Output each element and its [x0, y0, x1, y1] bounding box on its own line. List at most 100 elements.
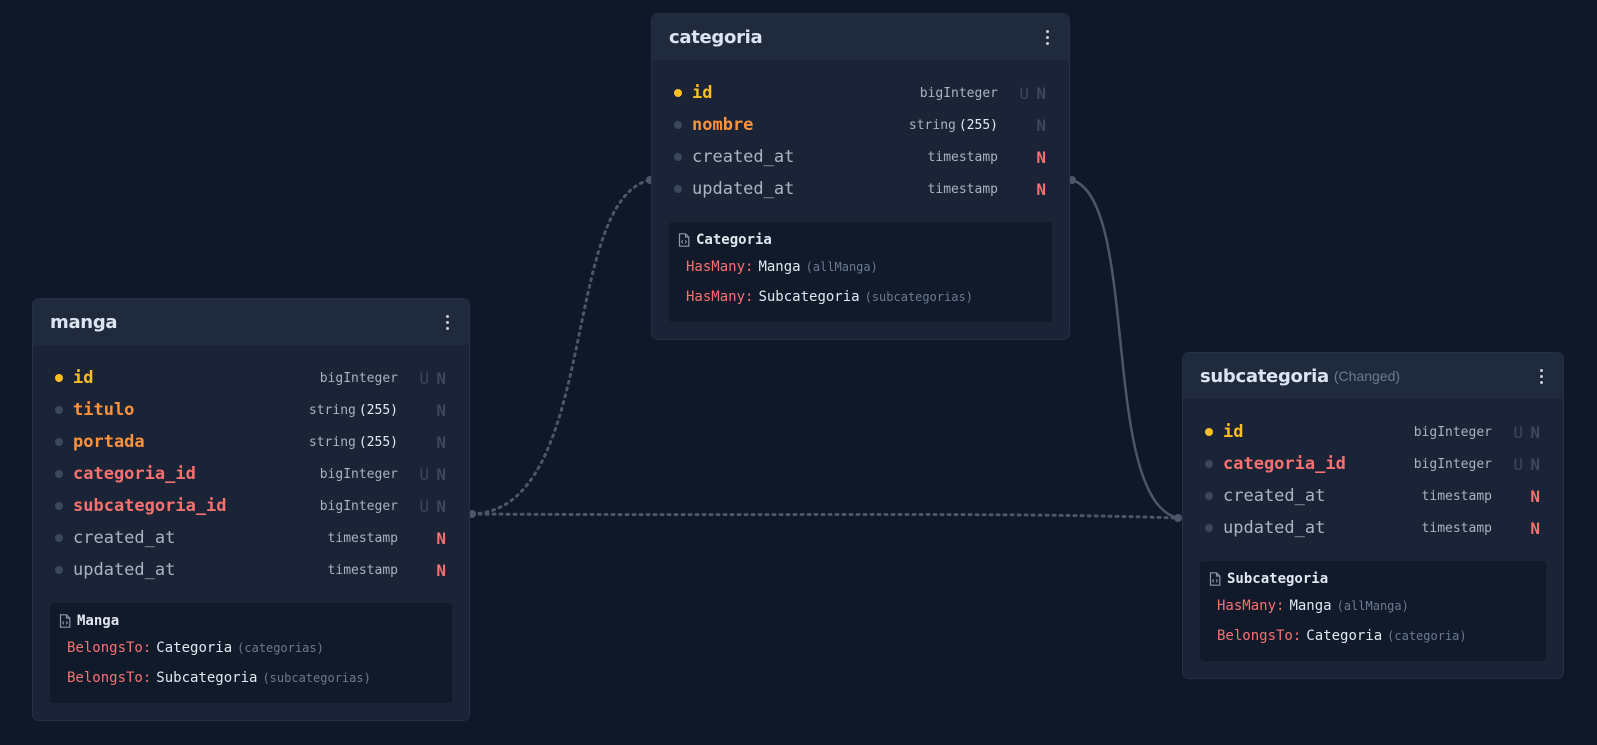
column-length: (255)	[958, 117, 998, 133]
nullable-flag: N	[436, 496, 446, 516]
column-name: id	[73, 368, 94, 388]
link-manga-categoria	[470, 178, 652, 516]
table-name[interactable]: subcategoria	[1200, 365, 1329, 387]
file-code-icon	[1209, 572, 1221, 586]
model-relation[interactable]: BelongsTo:Subcategoria (subcategorias)	[50, 663, 452, 693]
column-name: subcategoria_id	[73, 496, 227, 516]
relation-model: Subcategoria	[156, 670, 258, 686]
column-type-name: timestamp	[327, 530, 398, 546]
relation-type: HasMany	[686, 289, 746, 305]
relation-method: (subcategorias)	[262, 671, 371, 685]
column-type-name: timestamp	[927, 181, 998, 197]
relation-colon: :	[1292, 628, 1302, 644]
relation-model: Manga	[758, 259, 801, 275]
model-name[interactable]: Subcategoria	[1227, 571, 1329, 587]
nullable-flag: N	[436, 464, 446, 484]
relation-method: (allManga)	[1336, 599, 1409, 613]
more-vertical-icon[interactable]	[439, 312, 455, 332]
nullable-flag: N	[436, 400, 446, 420]
table-name[interactable]: manga	[50, 311, 118, 333]
table-header: categoria	[652, 14, 1069, 60]
nullable-flag: N	[1530, 486, 1540, 506]
model-relation[interactable]: HasMany:Subcategoria(subcategorias)	[669, 282, 1052, 312]
relation-model: Categoria	[1306, 628, 1383, 644]
relation-type: HasMany	[686, 259, 746, 275]
column-dot	[1205, 460, 1213, 468]
model-relation[interactable]: HasMany:Manga(allManga)	[1200, 591, 1546, 621]
unsigned-flag: U	[1513, 454, 1523, 474]
column-type: bigInteger	[320, 499, 398, 514]
column-type: timestamp	[1422, 521, 1492, 536]
relation-model: Subcategoria	[758, 289, 860, 305]
relation-model: Categoria	[156, 640, 233, 656]
column-type: string(255)	[309, 435, 398, 450]
model-name[interactable]: Categoria	[696, 232, 772, 248]
column-name: id	[1223, 422, 1244, 442]
column-dot	[55, 438, 63, 446]
relation-type: BelongsTo	[67, 670, 143, 686]
nullable-flag: N	[1036, 147, 1046, 167]
model-relation[interactable]: BelongsTo:Categoria(categorias)	[50, 633, 452, 663]
column-name: titulo	[73, 400, 135, 420]
column-dot	[674, 121, 682, 129]
changed-label: (Changed)	[1333, 368, 1401, 384]
table-name[interactable]: categoria	[669, 26, 763, 48]
model-relation[interactable]: HasMany:Manga(allManga)	[669, 252, 1052, 282]
column-type-name: string	[308, 434, 356, 450]
column-dot	[55, 502, 63, 510]
column-type: bigInteger	[320, 467, 398, 482]
unsigned-flag: U	[419, 368, 429, 388]
relation-colon: :	[142, 670, 152, 686]
table-header: subcategoria(Changed)	[1183, 353, 1563, 399]
column-type-name: bigInteger	[319, 498, 398, 514]
column-name: updated_at	[73, 560, 176, 580]
link-subcategoria-categoria	[1071, 178, 1179, 520]
relation-type: BelongsTo	[67, 640, 143, 656]
relation-method: (categorias)	[237, 641, 324, 655]
unsigned-flag: U	[419, 464, 429, 484]
unsigned-flag: U	[1513, 422, 1523, 442]
column-type-name: bigInteger	[919, 85, 998, 101]
column-dot	[1205, 492, 1213, 500]
column-row[interactable]: portada string(255) N	[50, 426, 452, 458]
table-header: manga	[33, 299, 469, 345]
column-type: bigInteger	[920, 86, 998, 101]
more-vertical-icon[interactable]	[1533, 366, 1549, 386]
column-type-name: timestamp	[1421, 488, 1492, 504]
model-name[interactable]: Manga	[77, 613, 120, 629]
column-dot	[674, 185, 682, 193]
column-dot	[674, 153, 682, 161]
column-type-name: bigInteger	[319, 370, 398, 386]
column-name: categoria_id	[1223, 454, 1346, 474]
more-vertical-icon[interactable]	[1039, 27, 1055, 47]
column-type-name: bigInteger	[319, 466, 398, 482]
model-relation[interactable]: BelongsTo:Categoria(categoria)	[1200, 621, 1546, 651]
column-name: updated_at	[692, 179, 795, 199]
column-name: categoria_id	[73, 464, 196, 484]
column-type-name: string	[308, 402, 356, 418]
nullable-flag: N	[436, 432, 446, 452]
column-name: portada	[73, 432, 145, 452]
link-endpoint	[1174, 514, 1182, 522]
